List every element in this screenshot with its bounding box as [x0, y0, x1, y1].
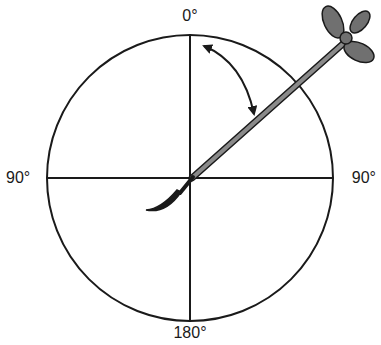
reference-circle: [47, 35, 333, 321]
angle-label-bottom: 180°: [173, 324, 206, 342]
angle-label-top: 0°: [182, 7, 197, 25]
dental-instrument: [146, 3, 377, 211]
angle-label-left: 90°: [6, 169, 30, 187]
angle-arrow: [204, 46, 254, 114]
angle-label-right: 90°: [352, 169, 376, 187]
